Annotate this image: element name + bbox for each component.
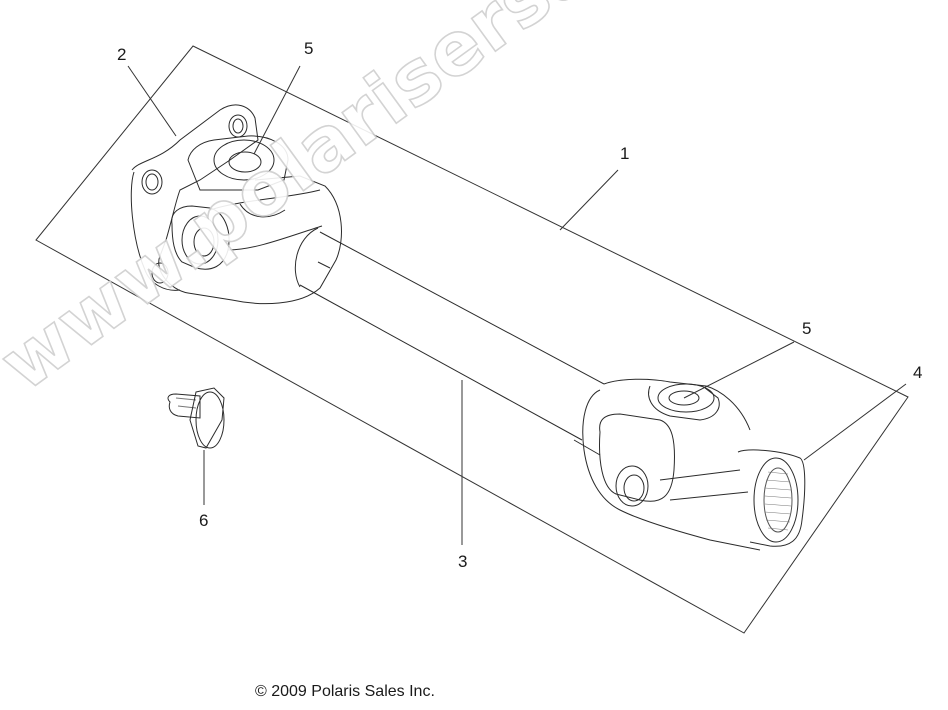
copyright-notice: © 2009 Polaris Sales Inc. bbox=[255, 683, 435, 700]
bolt bbox=[167, 387, 225, 449]
shaft-tube bbox=[294, 227, 605, 456]
splined-yoke-right bbox=[582, 378, 806, 551]
assembly-frame bbox=[35, 45, 909, 634]
callout-5-top: 5 bbox=[304, 39, 314, 58]
callout-4: 4 bbox=[913, 363, 923, 382]
callout-3: 3 bbox=[458, 552, 468, 571]
callout-1: 1 bbox=[620, 144, 630, 163]
callout-5-right: 5 bbox=[802, 319, 812, 338]
callout-2: 2 bbox=[117, 45, 127, 64]
flange-yoke-left bbox=[130, 104, 342, 305]
callout-6: 6 bbox=[199, 511, 209, 530]
leader-lines bbox=[127, 65, 907, 545]
